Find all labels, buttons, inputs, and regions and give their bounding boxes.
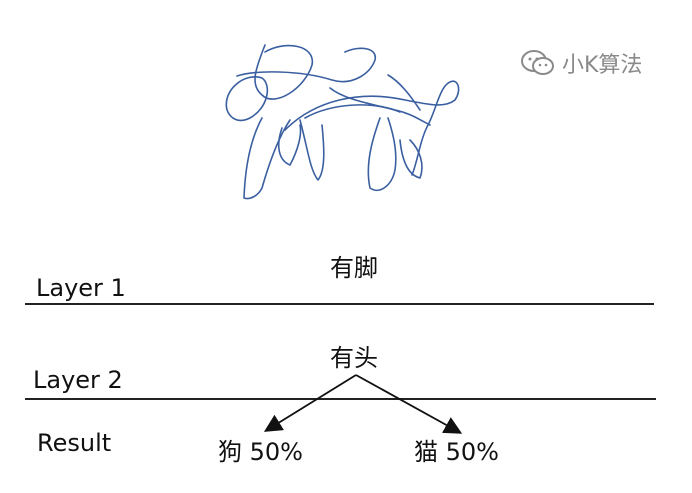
layer-1-feature: 有脚 (330, 254, 378, 282)
layer-2-label: Layer 2 (33, 366, 123, 394)
watermark: 小K算法 (520, 47, 642, 79)
arrow-to-cat (355, 374, 463, 434)
watermark-text: 小K算法 (562, 53, 643, 78)
layer-1-divider (25, 303, 654, 305)
layer-2-divider (25, 398, 656, 400)
result-label: Result (37, 429, 112, 457)
result-cat: 猫 50% (414, 438, 499, 466)
layer-2-feature: 有头 (330, 344, 378, 372)
layer-1-label: Layer 1 (36, 274, 126, 302)
arrow-to-dog (263, 374, 357, 432)
wechat-icon (521, 50, 554, 75)
result-dog: 狗 50% (218, 438, 303, 466)
